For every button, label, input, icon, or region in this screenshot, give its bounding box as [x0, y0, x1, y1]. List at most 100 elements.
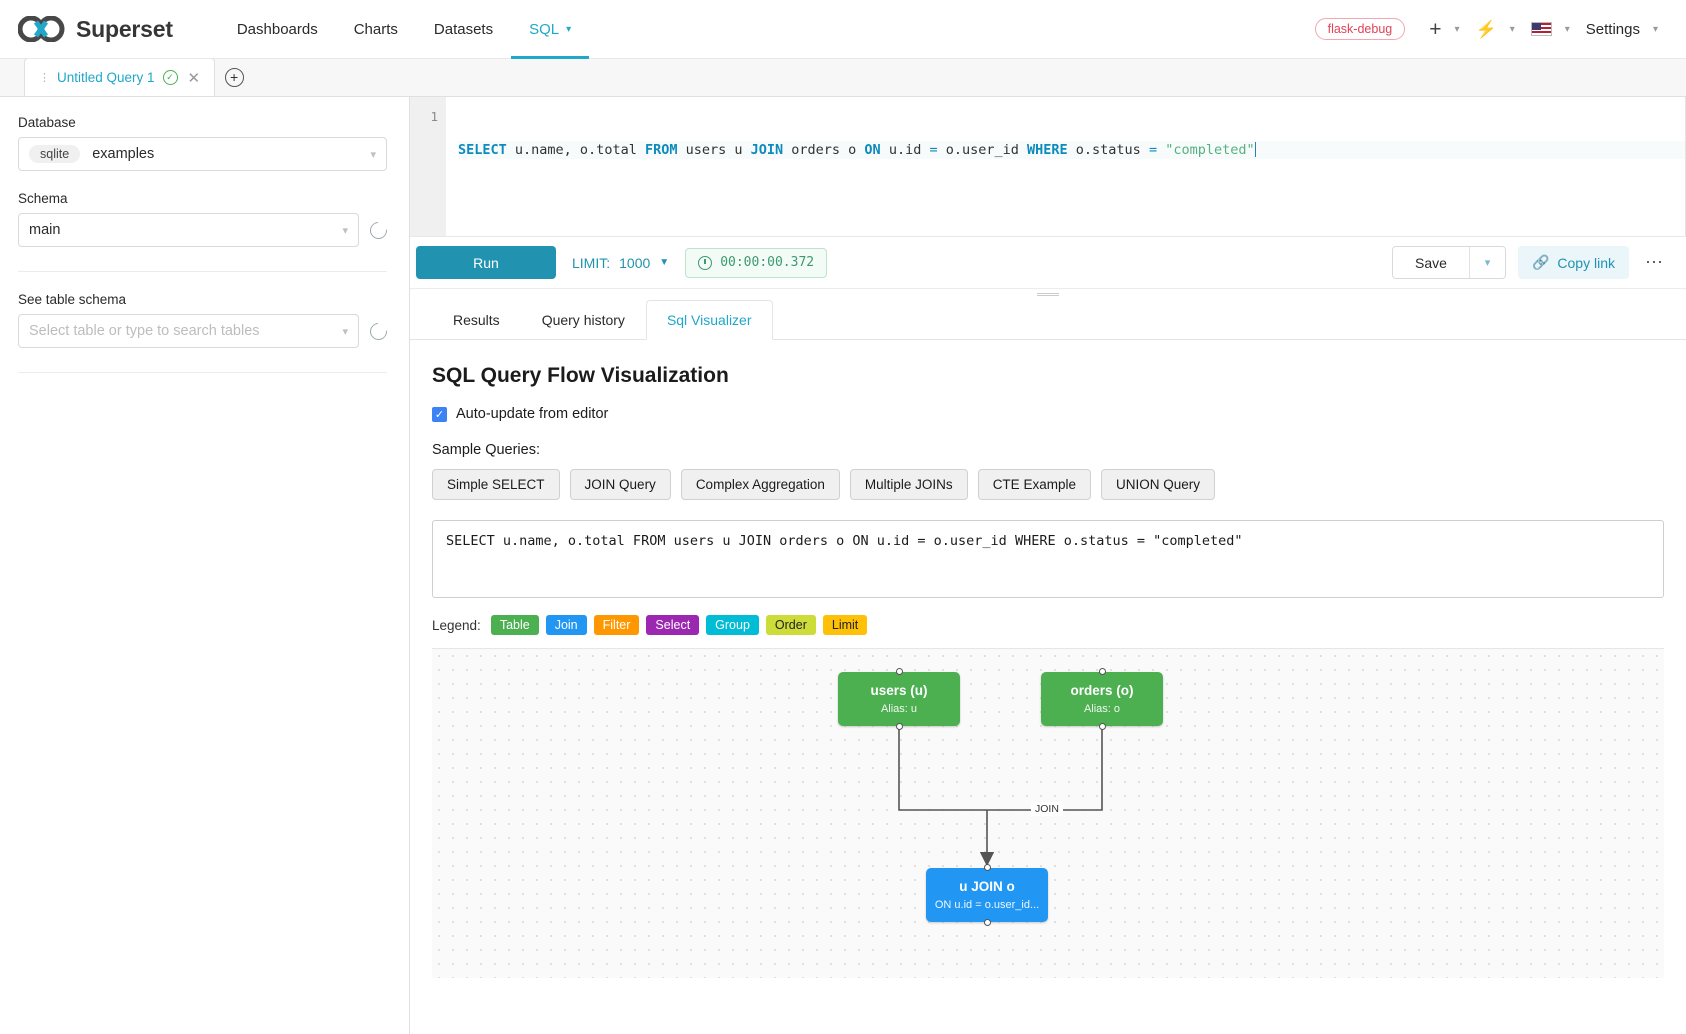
flow-node-title: users (u) [870, 683, 928, 698]
flow-node-port-top[interactable] [895, 668, 903, 675]
chevron-down-icon: ▾ [566, 23, 572, 35]
editor-gutter: 1 [410, 97, 446, 236]
flow-node-port-top[interactable] [1098, 668, 1106, 675]
top-navbar: Superset Dashboards Charts Datasets SQL … [0, 0, 1686, 59]
sample-query-button-join-query[interactable]: JOIN Query [569, 469, 671, 500]
us-flag-icon [1530, 22, 1552, 36]
check-circle-icon: ✓ [162, 70, 178, 85]
tab-sql-visualizer[interactable]: Sql Visualizer [645, 300, 773, 340]
legend-chip-order: Order [765, 615, 816, 635]
sql-editor[interactable]: 1 SELECT u.name, o.total FROM users u JO… [410, 97, 1686, 237]
sample-query-button-simple-select[interactable]: Simple SELECT [432, 469, 560, 500]
chevron-down-icon: ▾ [1484, 257, 1491, 269]
caret-down-icon: ▾ [1564, 23, 1570, 35]
drag-grip-icon[interactable]: ⋮ [39, 72, 50, 84]
add-tab-icon: + [224, 67, 244, 87]
editor-toolbar: Run LIMIT: 1000 ▼ 00:00:00.372 Save ▾ 🔗 [410, 237, 1686, 289]
sample-queries-label: Sample Queries: [432, 442, 540, 458]
query-tab-untitled-query-1[interactable]: ⋮ Untitled Query 1 ✓ ✕ [24, 58, 216, 96]
tab-query-history[interactable]: Query history [521, 300, 646, 340]
legend-chip-filter: Filter [593, 615, 640, 635]
sample-query-button-cte-example[interactable]: CTE Example [977, 469, 1091, 500]
nav-link-sql-label: SQL [529, 20, 560, 38]
primary-nav: Dashboards Charts Datasets SQL ▾ [219, 0, 590, 59]
flow-node-port-bottom[interactable] [983, 919, 991, 926]
auto-update-label: Auto-update from editor [456, 406, 609, 422]
language-menu-button[interactable]: ▾ [1525, 18, 1576, 40]
refresh-icon[interactable] [366, 319, 391, 343]
flow-node-users[interactable]: users (u)Alias: u [838, 668, 960, 730]
flow-edges [898, 726, 1103, 867]
chevron-down-icon: ▾ [342, 224, 348, 237]
clock-icon [698, 255, 713, 270]
brand-text: Superset [76, 15, 173, 42]
legend-label: Legend: [432, 617, 481, 633]
superset-logo-icon [18, 16, 65, 42]
schema-select[interactable]: main ▾ [18, 213, 359, 247]
right-panel: 1 SELECT u.name, o.total FROM users u JO… [410, 97, 1686, 1034]
query-tab-label: Untitled Query 1 [57, 70, 155, 85]
code-token: WHERE [1027, 142, 1068, 158]
code-token: FROM [644, 142, 678, 158]
auto-update-checkbox[interactable]: ✓ [432, 406, 447, 422]
flow-node-title: u JOIN o [959, 879, 1015, 894]
link-icon: 🔗 [1531, 254, 1550, 270]
legend-chip-select: Select [646, 615, 700, 635]
bolt-menu-button[interactable]: ⚡ ▾ [1470, 17, 1521, 42]
new-menu-button[interactable]: + ▾ [1423, 15, 1465, 44]
add-query-tab-button[interactable]: + [215, 58, 253, 96]
flow-edge [898, 726, 987, 811]
close-icon[interactable]: ✕ [187, 69, 201, 87]
database-select[interactable]: sqlite examples ▾ [18, 137, 387, 171]
limit-value: 1000 [619, 254, 651, 271]
brand[interactable]: Superset [18, 16, 173, 43]
save-button[interactable]: Save [1393, 247, 1469, 278]
schema-value: main [29, 222, 61, 238]
panel-resize-handle[interactable] [410, 289, 1686, 299]
sample-query-button-union-query[interactable]: UNION Query [1100, 469, 1215, 500]
flow-node-orders[interactable]: orders (o)Alias: o [1041, 668, 1163, 730]
editor-code-area[interactable]: SELECT u.name, o.total FROM users u JOIN… [446, 97, 1685, 236]
database-label: Database [18, 115, 76, 130]
limit-dropdown[interactable]: LIMIT: 1000 ▼ [572, 255, 669, 271]
nav-link-datasets[interactable]: Datasets [416, 0, 511, 59]
nav-link-sql[interactable]: SQL ▾ [511, 0, 590, 59]
sample-query-button-multiple-joins[interactable]: Multiple JOINs [849, 469, 968, 500]
code-token: u.id [880, 142, 930, 158]
table-search-input[interactable]: Select table or type to search tables ▾ [18, 314, 359, 348]
save-dropdown-button[interactable]: ▾ [1468, 247, 1505, 278]
chevron-down-icon: ▾ [1509, 23, 1515, 35]
code-token: orders o [783, 142, 865, 158]
plus-icon: + [1429, 17, 1442, 41]
query-timer: 00:00:00.372 [685, 247, 828, 278]
refresh-icon[interactable] [366, 218, 391, 242]
code-token: u.name, o.total [506, 142, 645, 158]
sql-input-textarea[interactable] [432, 520, 1664, 598]
sql-visualizer-panel: SQL Query Flow Visualization ✓ Auto-upda… [410, 340, 1686, 1034]
code-token: o.status [1067, 142, 1149, 158]
editor-code-line: SELECT u.name, o.total FROM users u JOIN… [458, 141, 1685, 159]
nav-link-charts[interactable]: Charts [336, 0, 416, 59]
query-tabstrip: ⋮ Untitled Query 1 ✓ ✕ + [0, 58, 1686, 97]
flow-node-subtitle: Alias: o [1083, 703, 1121, 715]
sample-query-button-complex-aggregation[interactable]: Complex Aggregation [680, 469, 840, 500]
settings-label: Settings [1585, 20, 1640, 38]
run-button[interactable]: Run [416, 246, 556, 279]
code-token: = [929, 142, 938, 158]
flow-node-port-bottom[interactable] [1098, 723, 1106, 730]
code-token: users u [677, 142, 751, 158]
flow-node-port-bottom[interactable] [895, 723, 903, 730]
more-horizontal-icon[interactable]: ⋯ [1645, 252, 1664, 272]
copy-link-button[interactable]: 🔗 Copy link [1517, 246, 1629, 279]
nav-link-dashboards[interactable]: Dashboards [219, 0, 336, 59]
sample-queries-row: Simple SELECT JOIN Query Complex Aggregati… [432, 469, 1664, 500]
query-flow-canvas[interactable]: users (u)Alias: u orders (o)Alias: o u JOI… [432, 648, 1664, 978]
tab-results[interactable]: Results [432, 300, 521, 340]
settings-menu-button[interactable]: Settings ▾ [1580, 17, 1664, 42]
table-schema-label: See table schema [18, 292, 127, 307]
tab-query-history-label: Query history [541, 312, 625, 328]
database-value: examples [92, 146, 155, 162]
flow-node-port-top[interactable] [983, 864, 991, 871]
